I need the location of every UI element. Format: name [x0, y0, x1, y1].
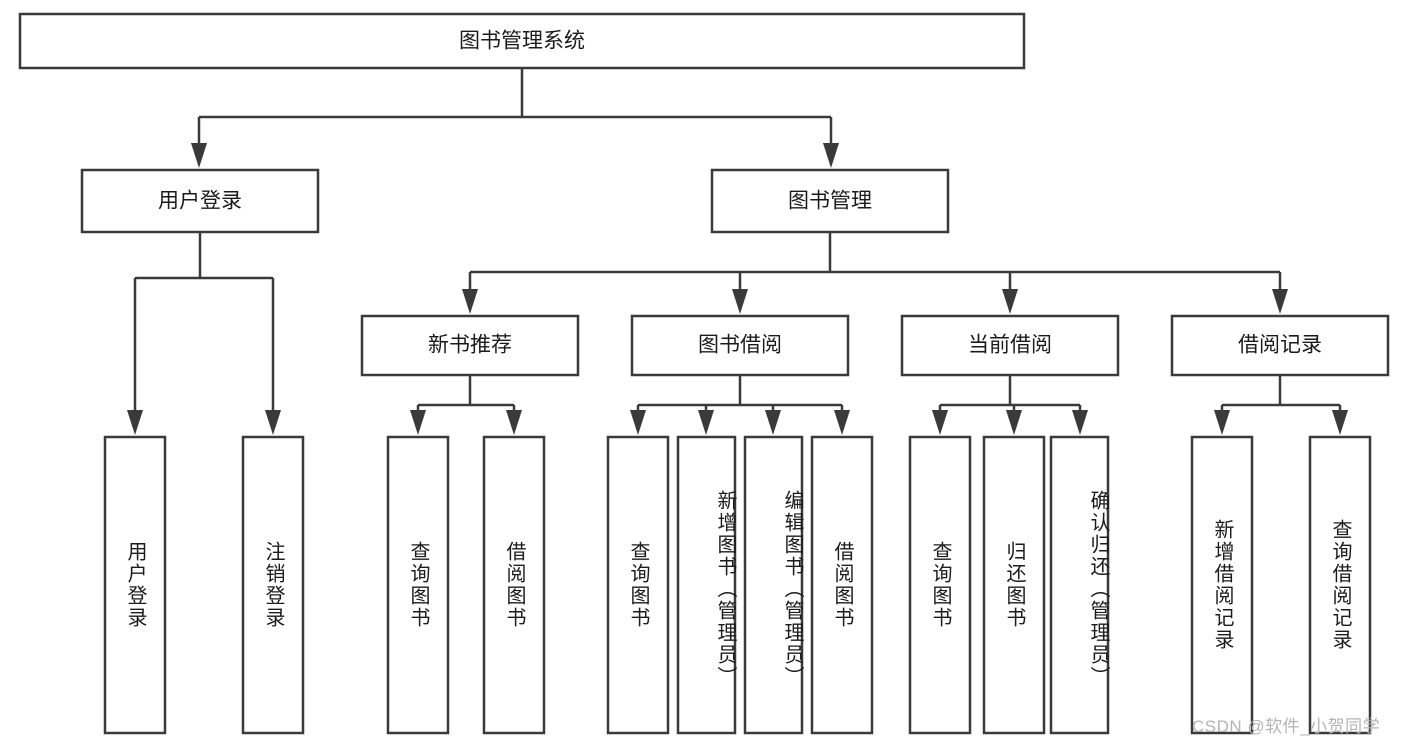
leaf-box-borrow-book-2[interactable] — [810, 435, 874, 735]
leaf-box-confirm-return-admin[interactable] — [1049, 435, 1110, 735]
node-book-borrow[interactable]: 图书借阅 — [630, 314, 850, 377]
node-user-login[interactable]: 用户登录 — [80, 168, 320, 234]
connector-group-records — [1214, 375, 1348, 435]
arrowhead-login-leaf-2-icon — [265, 410, 281, 435]
arrowhead-bookmgmt-child-2-icon — [732, 289, 748, 314]
arrowhead-records-leaf-2-icon — [1332, 410, 1348, 435]
leaf-box-add-book-admin[interactable] — [676, 435, 737, 735]
arrowhead-borrow-leaf-1-icon — [630, 410, 646, 435]
node-book-management[interactable]: 图书管理 — [710, 168, 950, 234]
connector-group-root — [191, 68, 839, 168]
arrowhead-root-to-bookmgmt-icon — [823, 143, 839, 168]
node-root-label: 图书管理系统 — [459, 30, 585, 53]
node-book-borrow-label: 图书借阅 — [698, 334, 782, 357]
arrowhead-root-to-login-icon — [191, 143, 207, 168]
arrowhead-login-leaf-1-icon — [127, 410, 143, 435]
arrowhead-current-leaf-2-icon — [1006, 410, 1022, 435]
node-new-book-recommend-label: 新书推荐 — [428, 334, 512, 357]
arrowhead-borrow-leaf-2-icon — [698, 410, 714, 435]
node-book-borrow-box[interactable] — [630, 314, 850, 377]
node-borrow-records[interactable]: 借阅记录 — [1170, 314, 1390, 377]
connector-group-borrow — [630, 375, 850, 435]
arrowhead-borrow-leaf-4-icon — [834, 410, 850, 435]
node-book-management-label: 图书管理 — [788, 190, 872, 213]
arrowhead-records-leaf-1-icon — [1214, 410, 1230, 435]
leaf-box-query-book-3[interactable] — [908, 435, 972, 735]
arrowhead-bookmgmt-child-1-icon — [462, 289, 478, 314]
arrowhead-newbook-leaf-2-icon — [506, 410, 522, 435]
leaf-box-add-borrow-record[interactable] — [1190, 435, 1254, 735]
arrowhead-borrow-leaf-3-icon — [765, 410, 781, 435]
node-borrow-records-box[interactable] — [1170, 314, 1390, 377]
node-user-login-box[interactable] — [80, 168, 320, 234]
arrowhead-bookmgmt-child-3-icon — [1002, 289, 1018, 314]
node-current-borrow-box[interactable] — [900, 314, 1120, 377]
leaf-box-query-borrow-record[interactable] — [1308, 435, 1372, 735]
connector-group-bookmgmt — [462, 232, 1288, 314]
node-borrow-records-label: 借阅记录 — [1238, 334, 1322, 357]
node-new-book-recommend-box[interactable] — [360, 314, 580, 377]
csdn-watermark: CSDN @软件_小贺同学 — [1192, 717, 1381, 736]
leaf-box-logout[interactable] — [241, 435, 305, 735]
connector-group-login — [127, 232, 281, 435]
node-current-borrow[interactable]: 当前借阅 — [900, 314, 1120, 377]
leaf-box-query-book-2[interactable] — [606, 435, 670, 735]
leaf-box-return-book[interactable] — [982, 435, 1046, 735]
connector-group-newbook — [410, 375, 522, 435]
arrowhead-newbook-leaf-1-icon — [410, 410, 426, 435]
leaf-box-edit-book-admin[interactable] — [743, 435, 804, 735]
leaf-box-borrow-book-1[interactable] — [482, 435, 546, 735]
node-user-login-label: 用户登录 — [158, 190, 242, 213]
node-root[interactable]: 图书管理系统 — [18, 12, 1026, 70]
arrowhead-bookmgmt-child-4-icon — [1272, 289, 1288, 314]
arrowhead-current-leaf-1-icon — [932, 410, 948, 435]
leaf-box-query-book-1[interactable] — [386, 435, 450, 735]
node-new-book-recommend[interactable]: 新书推荐 — [360, 314, 580, 377]
connector-group-current — [932, 375, 1088, 435]
node-current-borrow-label: 当前借阅 — [968, 334, 1052, 357]
arrowhead-current-leaf-3-icon — [1072, 410, 1088, 435]
node-root-box[interactable] — [18, 12, 1026, 70]
node-book-management-box[interactable] — [710, 168, 950, 234]
leaf-box-user-login[interactable] — [103, 435, 167, 735]
